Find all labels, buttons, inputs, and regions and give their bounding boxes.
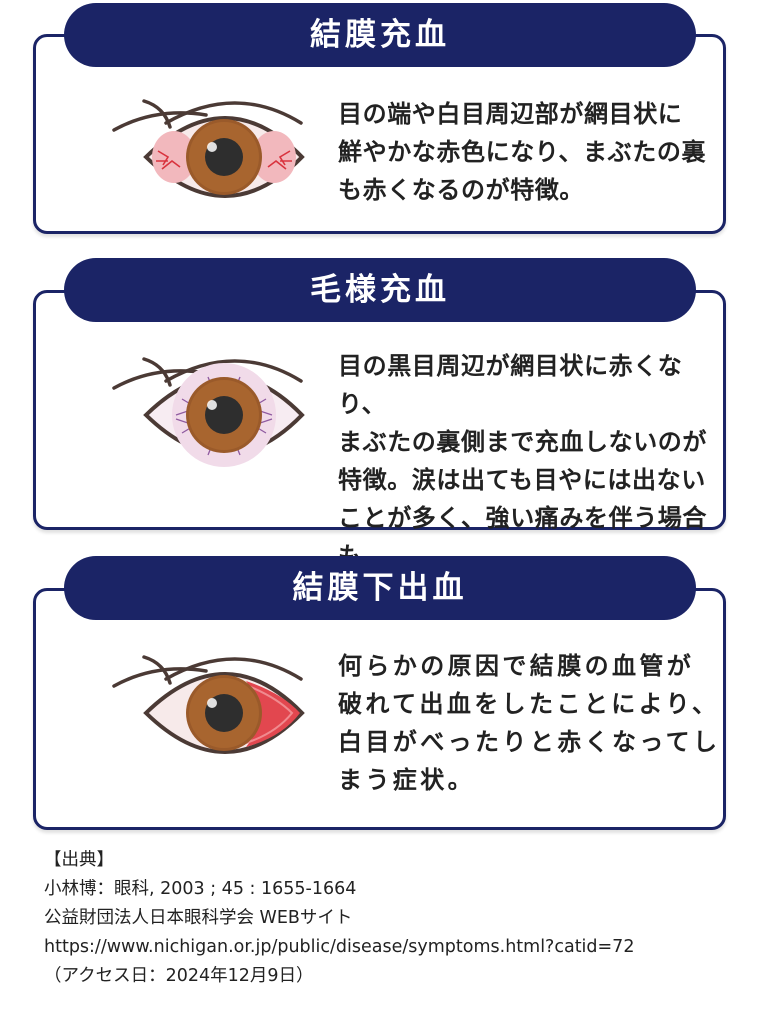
description-conjunctival-hyperemia: 目の端や白目周辺部が網目状に 鮮やかな赤色になり、まぶたの裏 も赤くなるのが特徴… (338, 100, 707, 204)
description-ciliary-hyperemia: 目の黒目周辺が網目状に赤くなり、 まぶたの裏側まで充血しないのが 特徴。涙は出て… (338, 352, 707, 570)
title-subconjunctival-hemorrhage: 結膜下出血 (64, 556, 696, 620)
source-access-date: （アクセス日：2024年12月9日） (44, 966, 314, 986)
eye-subconjunctival-hemorrhage-icon (112, 655, 305, 754)
description-subconjunctival-hemorrhage: 何らかの原因で結膜の血管が 破れて出血をしたことにより、 白目がべったりと赤くな… (338, 652, 721, 794)
card-subconjunctival-hemorrhage: 何らかの原因で結膜の血管が 破れて出血をしたことにより、 白目がべったりと赤くな… (33, 588, 726, 830)
card-ciliary-hyperemia: 目の黒目周辺が網目状に赤くなり、 まぶたの裏側まで充血しないのが 特徴。涙は出て… (33, 290, 726, 570)
source-block: 【出典】 小林博：眼科, 2003 ; 45 : 1655-1664 公益財団法… (44, 846, 634, 991)
title-conjunctival-hyperemia: 結膜充血 (64, 3, 696, 67)
source-reference-website: 公益財団法人日本眼科学会 WEBサイト (44, 908, 353, 928)
source-heading: 【出典】 (44, 850, 114, 870)
card-conjunctival-hyperemia: 目の端や白目周辺部が網目状に 鮮やかな赤色になり、まぶたの裏 も赤くなるのが特徴… (33, 34, 726, 234)
title-ciliary-hyperemia: 毛様充血 (64, 258, 696, 322)
source-url: https://www.nichigan.or.jp/public/diseas… (44, 937, 635, 957)
eye-ciliary-hyperemia-icon (112, 357, 305, 467)
eye-conjunctival-hyperemia-icon (112, 99, 305, 198)
source-reference-journal: 小林博：眼科, 2003 ; 45 : 1655-1664 (44, 879, 357, 899)
